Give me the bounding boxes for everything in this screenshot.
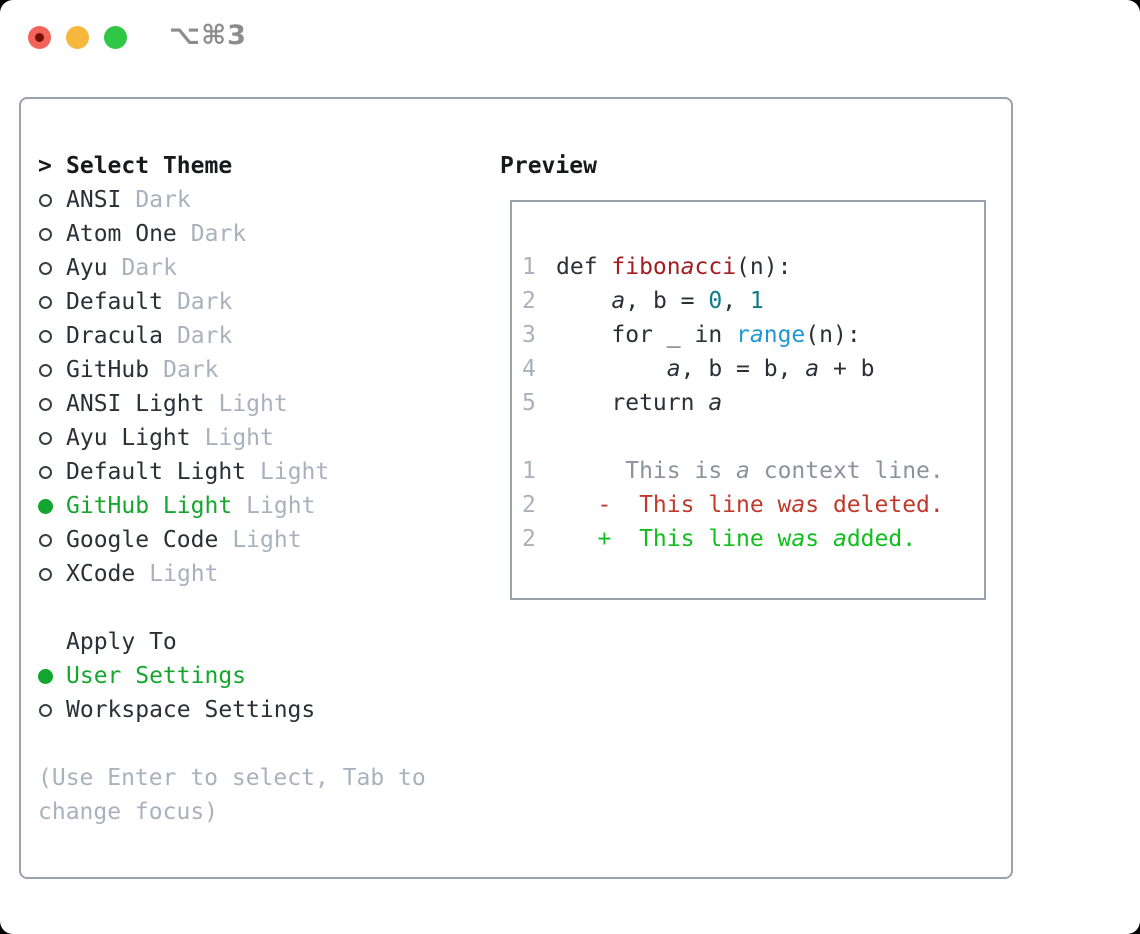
theme-option[interactable]: GitHub Light Light [38,489,448,523]
code-text: a, b = 0, 1 [611,288,764,314]
code-text: a, b = b, a + b [666,356,875,382]
theme-option-name: Atom One [66,221,177,247]
code-line: 1 This is a context line. [522,454,984,488]
line-number: 1 [522,458,536,484]
apply-to-option[interactable]: User Settings [38,659,448,693]
theme-option-name: ANSI Light [66,391,205,417]
close-dot-icon [35,33,44,42]
theme-option-variant: Light [218,391,288,417]
line-number: 3 [522,322,536,348]
theme-option[interactable]: ANSI Dark [38,183,448,217]
line-number [522,420,556,454]
code-line: 5 return a [522,386,984,420]
theme-option[interactable]: ANSI Light Light [38,387,448,421]
theme-option-name: ANSI [66,187,122,213]
code-line: 1 def fibonacci(n): [522,250,984,284]
code-text: for _ in range(n): [556,322,861,348]
line-number: 2 [522,526,536,552]
radio-icon [38,498,53,514]
line-number: 4 [522,356,536,382]
code-text: return a [556,390,723,416]
close-button[interactable] [28,26,51,49]
theme-option[interactable]: Ayu Light Light [38,421,448,455]
code-text: + This line was added. [556,526,917,552]
theme-option[interactable]: Google Code Light [38,523,448,557]
theme-option-variant: Dark [176,323,233,349]
theme-option-name: Ayu [66,255,108,281]
code-line: 3 for _ in range(n): [522,318,984,352]
radio-icon [39,703,52,717]
apply-to-option-label: Workspace Settings [66,697,316,723]
theme-option-variant: Light [260,459,330,485]
theme-option[interactable]: Atom One Dark [38,217,448,251]
theme-option[interactable]: Default Dark [38,285,448,319]
radio-icon [39,397,52,411]
theme-menu-title: Select Theme [66,153,233,179]
radio-icon [39,261,52,275]
theme-menu-header: > Select Theme [38,149,448,183]
theme-option-variant: Dark [176,289,233,315]
radio-icon [39,465,52,479]
radio-icon [38,668,53,684]
theme-option-variant: Light [246,493,316,519]
section-gap [38,591,448,625]
radio-icon [39,431,52,445]
apply-to-option[interactable]: Workspace Settings [38,693,448,727]
preview-title: Preview [500,153,597,179]
theme-option-variant: Dark [121,255,177,281]
theme-option[interactable]: Ayu Dark [38,251,448,285]
theme-option[interactable]: XCode Light [38,557,448,591]
theme-option-name: Ayu Light [66,425,191,451]
theme-option-variant: Light [232,527,302,553]
radio-icon [39,227,52,241]
theme-option-variant: Light [149,561,219,587]
line-number: 5 [522,390,536,416]
line-number: 2 [522,288,536,314]
radio-icon [39,193,52,207]
theme-option-name: Default [66,289,163,315]
theme-option[interactable]: Dracula Dark [38,319,448,353]
theme-option-name: GitHub [66,357,150,383]
radio-icon [39,567,52,581]
theme-option[interactable]: GitHub Dark [38,353,448,387]
minimize-button[interactable] [66,26,89,49]
theme-option-name: Default Light [66,459,247,485]
code-text: This is a context line. [556,458,944,484]
code-line: 2 a, b = 0, 1 [522,284,984,318]
code-line: 4 a, b = b, a + b [522,352,984,386]
theme-option-name: Google Code [66,527,219,553]
code-text: - This line was deleted. [556,492,944,518]
radio-icon [39,533,52,547]
radio-icon [39,295,52,309]
keyboard-hint: (Use Enter to select, Tab to change focu… [38,765,426,825]
theme-option-name: GitHub Light [66,493,233,519]
code-line [522,420,984,454]
code-line: 2 - This line was deleted. [522,488,984,522]
code-line: 2 + This line was added. [522,522,984,556]
window-title: ⌥⌘3 [169,20,247,51]
apply-to-title: Apply To [66,629,177,655]
line-number: 1 [522,254,536,280]
theme-option-variant: Light [204,425,274,451]
zoom-button[interactable] [104,26,127,49]
line-number: 2 [522,492,536,518]
theme-option-variant: Dark [135,187,191,213]
focus-caret-icon: > [38,153,52,179]
code-text: def fibonacci(n): [556,254,792,280]
theme-option-name: XCode [66,561,136,587]
theme-option-variant: Dark [163,357,219,383]
theme-option-name: Dracula [66,323,163,349]
apply-to-header: Apply To [38,625,448,659]
apply-to-option-label: User Settings [66,663,247,689]
theme-option-variant: Dark [190,221,247,247]
radio-icon [39,363,52,377]
theme-option[interactable]: Default Light Light [38,455,448,489]
radio-icon [39,329,52,343]
